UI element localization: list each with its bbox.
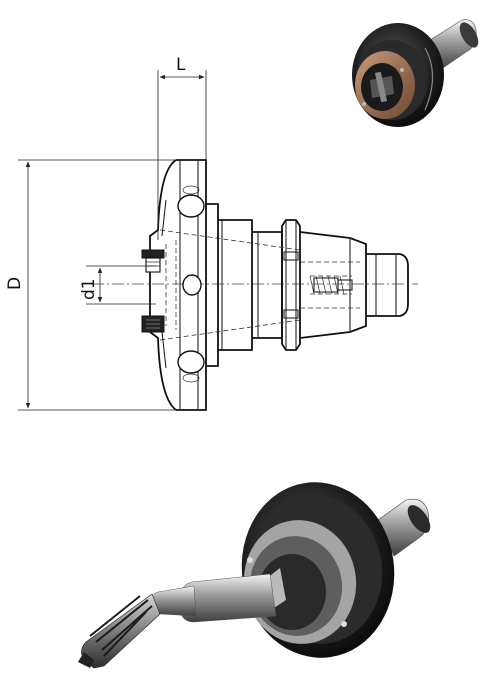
dimension-L: L — [157, 55, 207, 240]
clamp-screw-bottom — [141, 315, 165, 333]
dimension-d1: d1 — [79, 265, 156, 305]
holder-cross-section — [92, 159, 418, 411]
dimension-label-D: D — [5, 277, 25, 290]
tool-holder-photo-icon — [352, 19, 479, 127]
clamp-screw-top — [141, 249, 165, 273]
end-mill-cutter-icon — [78, 593, 161, 669]
tool-holder-with-cutter-photo-icon — [78, 482, 431, 669]
dimension-label-d1: d1 — [79, 278, 99, 300]
dimension-D: D — [5, 159, 176, 411]
dimension-label-L: L — [176, 55, 186, 75]
